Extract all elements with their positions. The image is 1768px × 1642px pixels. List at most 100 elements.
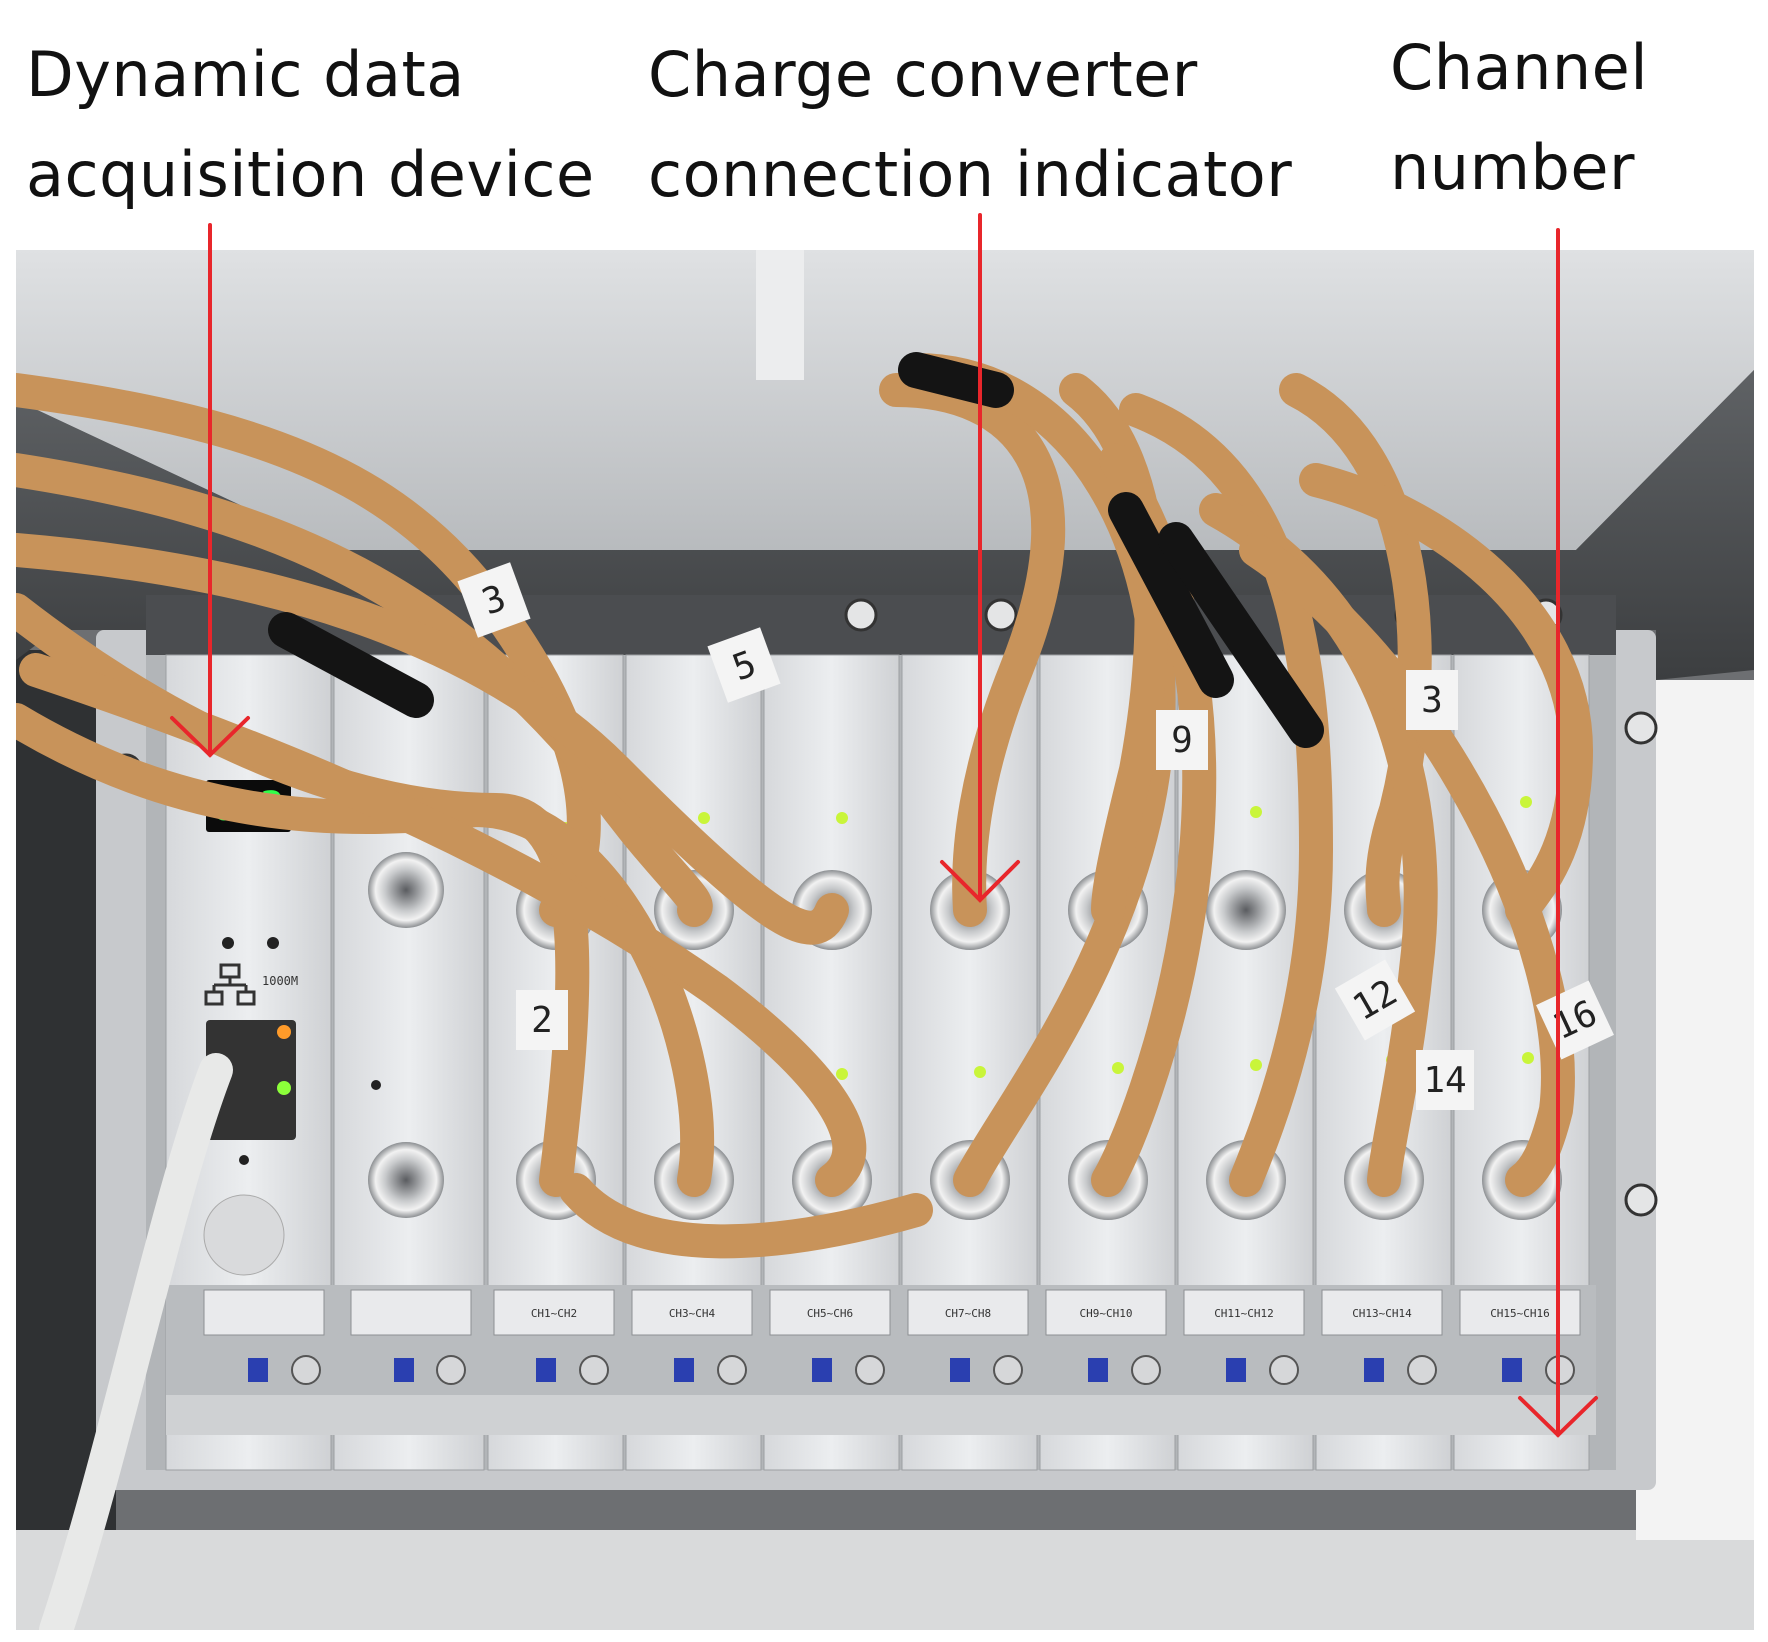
channel-label: CH11~CH12 xyxy=(1214,1307,1274,1320)
network-icon xyxy=(204,963,256,1006)
cable xyxy=(1119,393,1334,1197)
status-led xyxy=(836,1068,848,1080)
power-button[interactable] xyxy=(203,1194,285,1276)
bnc-connector xyxy=(1206,870,1286,950)
tag-sleeve xyxy=(1334,959,1416,1041)
logo-mark xyxy=(812,1358,832,1382)
logo-mark xyxy=(1502,1358,1522,1382)
screw-icon xyxy=(436,1355,466,1385)
charge-converter-annotation-line2: connection indicator xyxy=(648,138,1293,211)
input-connector-1 xyxy=(368,852,444,928)
status-led xyxy=(974,1066,986,1078)
logo-mark xyxy=(674,1358,694,1382)
status-led xyxy=(267,937,279,949)
latch xyxy=(493,1289,615,1336)
cable xyxy=(1299,463,1594,927)
cable-tag: 14 xyxy=(1423,1060,1466,1101)
input-connector-2 xyxy=(368,1142,444,1218)
status-led xyxy=(1250,806,1262,818)
bottom-screws xyxy=(291,1355,1575,1385)
screw-icon xyxy=(717,1355,747,1385)
logo-mark xyxy=(536,1358,556,1382)
screw-icon xyxy=(984,598,1018,632)
status-led xyxy=(698,812,710,824)
cable xyxy=(879,373,1066,927)
channel-label: CH1~CH2 xyxy=(531,1307,577,1320)
link-led xyxy=(277,1025,291,1039)
black-sleeve xyxy=(268,612,434,718)
cable xyxy=(19,653,867,1197)
screw-icon xyxy=(579,1355,609,1385)
cable-tag: 9 xyxy=(1171,720,1193,761)
logo-mark xyxy=(1088,1358,1108,1382)
tag-sleeve xyxy=(1156,710,1208,770)
dynamic-daq-annotation-line1: Dynamic data xyxy=(26,38,465,111)
chassis-base xyxy=(166,1395,1596,1435)
screw-icon xyxy=(1624,1183,1658,1217)
tag-sleeve xyxy=(516,990,568,1050)
tag-sleeve xyxy=(1406,670,1458,730)
tag-sleeve xyxy=(707,627,781,703)
channel-number-annotation-line1: Channel xyxy=(1390,31,1649,104)
logo-mark xyxy=(1226,1358,1246,1382)
channel-labels: CH1~CH2 CH3~CH4 CH5~CH6 CH7~CH8 CH9~CH10… xyxy=(531,1307,1550,1320)
black-sleeve xyxy=(1158,522,1324,748)
latch xyxy=(203,1289,325,1336)
latch xyxy=(907,1289,1029,1336)
status-led xyxy=(1522,1052,1534,1064)
cables xyxy=(16,353,1594,1259)
channel-label: CH9~CH10 xyxy=(1080,1307,1133,1320)
tag-sleeve xyxy=(1416,1050,1474,1110)
screw-icon xyxy=(1624,711,1658,745)
arrow-channel-number xyxy=(1518,228,1598,1438)
screw-icon xyxy=(855,1355,885,1385)
latch xyxy=(1045,1289,1167,1336)
black-sleeve xyxy=(898,352,1014,408)
status-led xyxy=(836,812,848,824)
screw-icon xyxy=(1407,1355,1437,1385)
logo-mark xyxy=(1364,1358,1384,1382)
screw-icon xyxy=(844,598,878,632)
tag-sleeve xyxy=(1536,980,1614,1060)
screw-icon xyxy=(1131,1355,1161,1385)
logo-mark xyxy=(394,1358,414,1382)
screw-icon xyxy=(1269,1355,1299,1385)
brand-logos xyxy=(248,1358,1522,1382)
equipment-photo: 0 3 1000M xyxy=(16,250,1754,1630)
black-sleeve xyxy=(1108,492,1234,698)
latch xyxy=(631,1289,753,1336)
channel-label: CH5~CH6 xyxy=(807,1307,853,1320)
cable-sleeves xyxy=(268,352,1324,748)
tag-sleeve xyxy=(457,562,531,638)
channel-number-annotation: Channel number xyxy=(1390,18,1648,218)
status-led xyxy=(1112,1062,1124,1074)
white-tie xyxy=(756,250,804,380)
arrow-dynamic-daq xyxy=(170,223,250,758)
status-led xyxy=(1520,796,1532,808)
charge-converter-annotation: Charge converter connection indicator xyxy=(648,25,1292,225)
floor-shelf xyxy=(16,1530,1754,1630)
latch xyxy=(1321,1289,1443,1336)
screw-icon xyxy=(993,1355,1023,1385)
channel-label: CH3~CH4 xyxy=(669,1307,716,1320)
cable xyxy=(16,703,715,1197)
dynamic-daq-annotation-line2: acquisition device xyxy=(26,138,595,211)
logo-mark xyxy=(950,1358,970,1382)
latch xyxy=(350,1289,472,1336)
link-led xyxy=(277,1081,291,1095)
logo-mark xyxy=(248,1358,268,1382)
status-led xyxy=(1250,1059,1262,1071)
charge-converter-annotation-line1: Charge converter xyxy=(648,38,1198,111)
ethernet-port xyxy=(206,1020,296,1140)
indicator-dot xyxy=(239,1155,249,1165)
channel-latches xyxy=(203,1289,1581,1336)
channel-label: CH15~CH16 xyxy=(1490,1307,1550,1320)
cable xyxy=(559,1173,933,1259)
cable xyxy=(16,533,849,945)
status-led xyxy=(222,937,234,949)
channel-number-annotation-line2: number xyxy=(1390,131,1635,204)
cable-tag: 3 xyxy=(1421,680,1443,721)
network-cable xyxy=(39,1053,233,1630)
latch xyxy=(769,1289,891,1336)
